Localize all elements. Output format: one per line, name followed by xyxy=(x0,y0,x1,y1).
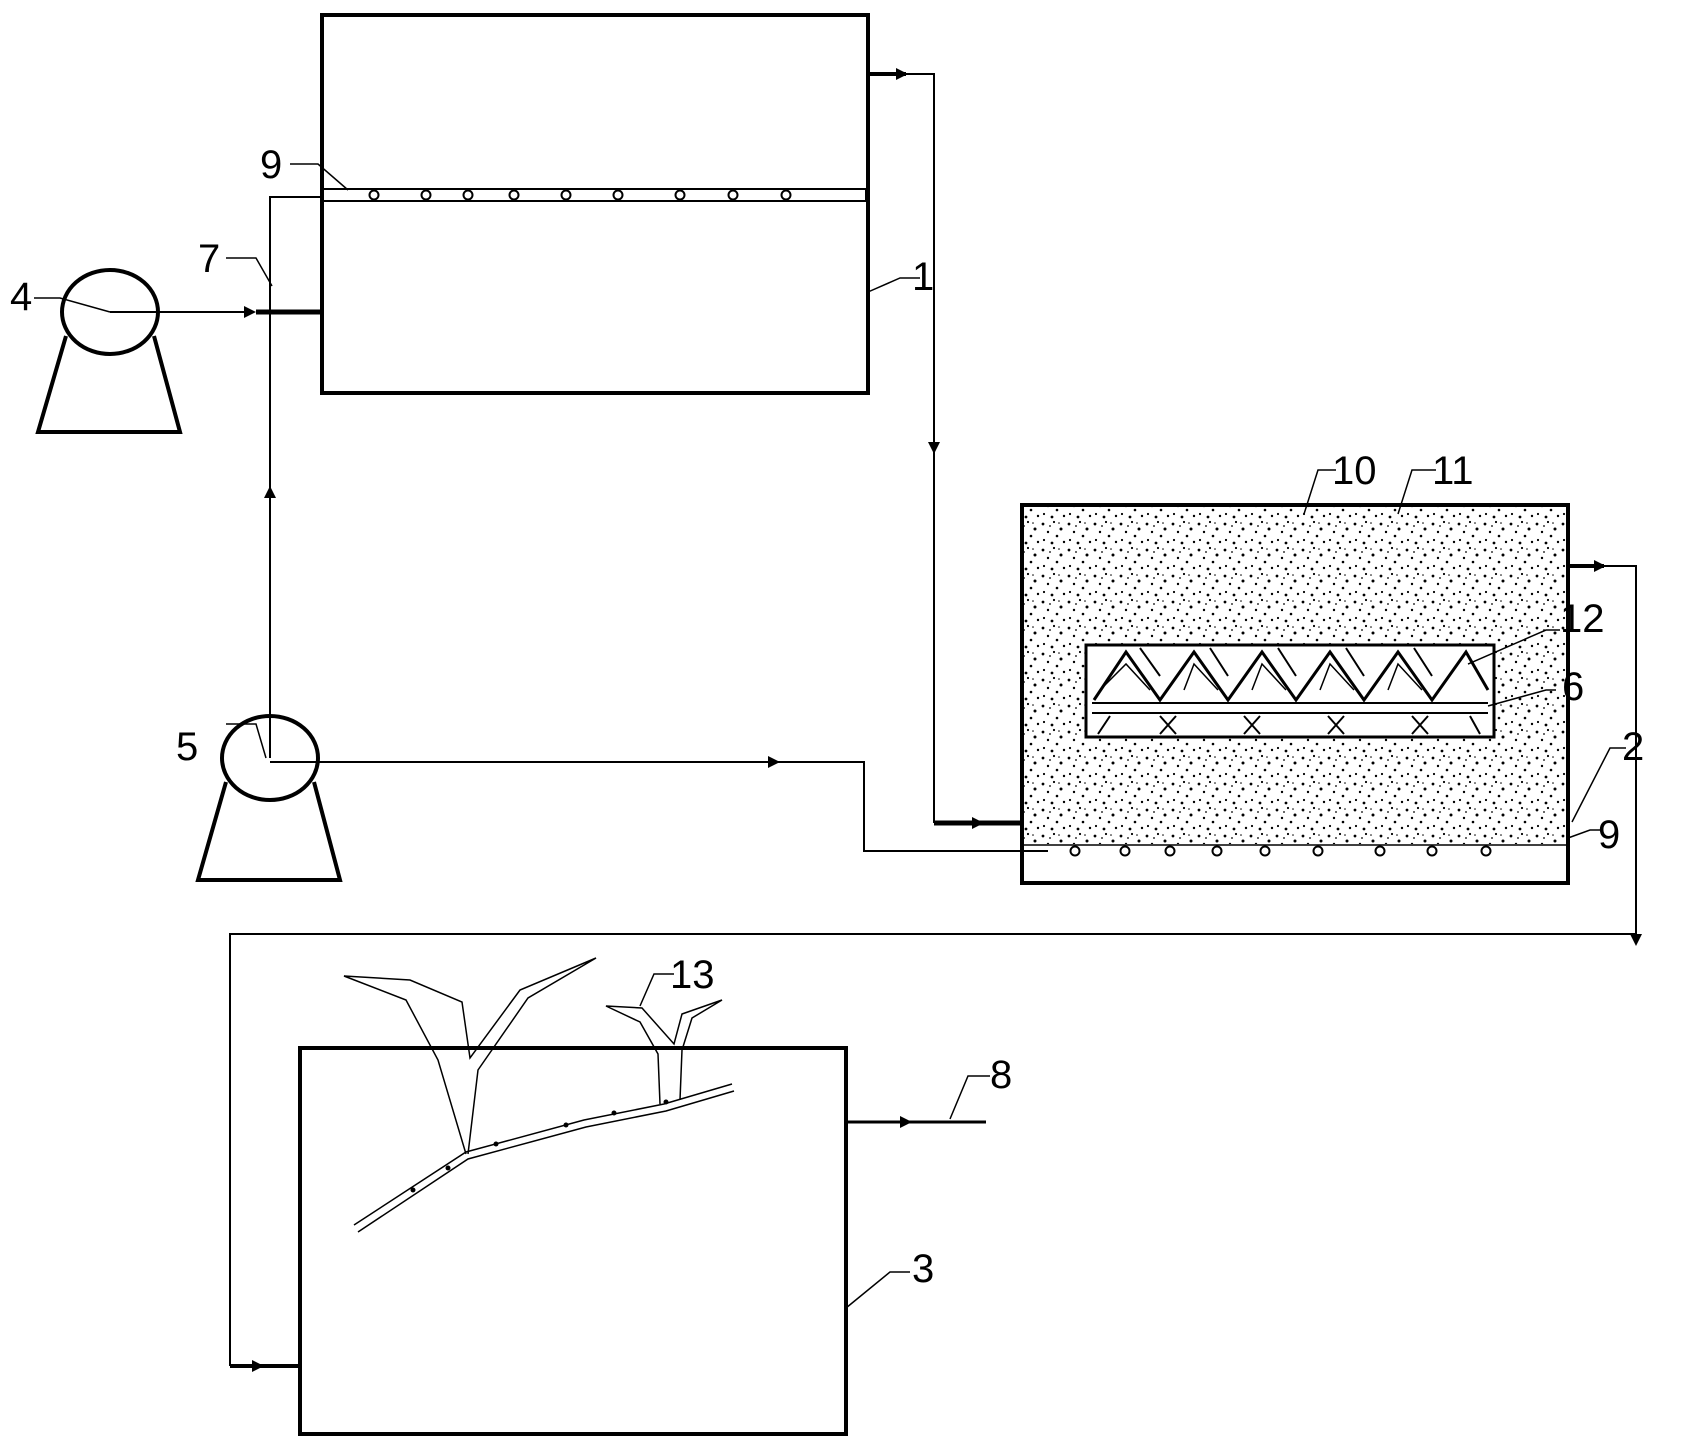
pump-4-icon xyxy=(35,268,183,434)
label-2: 2 xyxy=(1622,725,1644,769)
label-3: 3 xyxy=(912,1247,934,1291)
label-11: 11 xyxy=(1432,449,1474,493)
tank2-outlet-pipe xyxy=(1600,565,1637,930)
packing-module xyxy=(1084,643,1496,739)
aerator-pipe-bottom xyxy=(1022,844,1568,857)
tank-2 xyxy=(1020,503,1570,885)
label-7: 7 xyxy=(198,237,220,281)
plant-icon xyxy=(343,957,735,1233)
label-13: 13 xyxy=(670,953,715,997)
aerator-pipe-top xyxy=(321,188,867,202)
air-line-top xyxy=(269,196,324,490)
tank-1 xyxy=(320,13,870,395)
label-8: 8 xyxy=(990,1053,1012,1097)
air-line-to-tank2 xyxy=(776,761,1048,852)
leader-lines xyxy=(34,163,1626,1309)
label-4: 4 xyxy=(10,275,32,319)
label-5: 5 xyxy=(176,725,198,769)
label-12: 12 xyxy=(1560,597,1605,641)
label-9-bottom: 9 xyxy=(1598,813,1620,857)
label-9-top: 9 xyxy=(260,143,282,187)
label-6: 6 xyxy=(1562,665,1584,709)
label-1: 1 xyxy=(912,255,934,299)
return-line xyxy=(229,933,1636,1366)
label-10: 10 xyxy=(1332,449,1377,493)
tank-3 xyxy=(298,1046,848,1436)
tank1-outlet-pipe xyxy=(900,73,935,440)
